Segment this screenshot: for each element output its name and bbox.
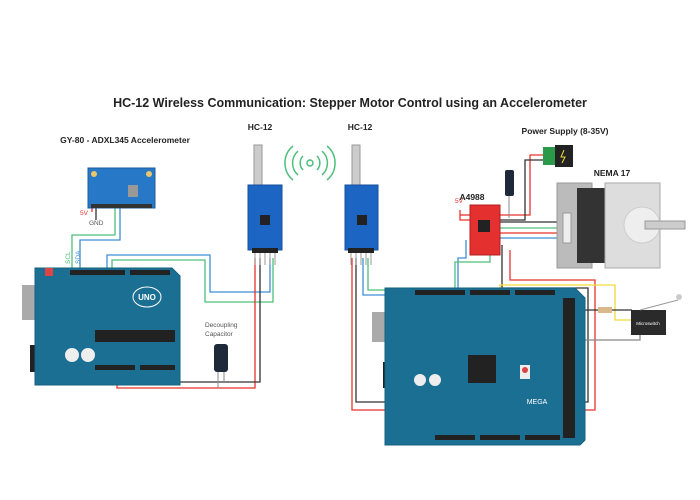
hc12-left-module	[247, 144, 283, 265]
a4988-driver-board	[469, 170, 514, 256]
accelerometer-label: GY-80 - ADXL345 Accelerometer	[60, 135, 190, 145]
hc12-left-label: HC-12	[248, 122, 273, 132]
capacitor-label-line1: Decoupling	[205, 322, 238, 329]
hc12-right-label: HC-12	[348, 122, 373, 132]
driver-capacitor	[505, 170, 514, 196]
accelerometer-gnd-label: GND	[89, 220, 104, 227]
wireless-signal-icon	[284, 145, 336, 181]
arduino-uno-board	[22, 267, 181, 386]
hc12-right-module	[344, 144, 379, 265]
decoupling-capacitor	[214, 344, 228, 388]
nema17-stepper-motor	[556, 182, 686, 269]
accelerometer-5v-label: 5V	[80, 210, 89, 217]
accelerometer-board	[87, 167, 156, 209]
arduino-mega-board	[372, 287, 586, 446]
microswitch-label: Microswitch	[636, 321, 660, 326]
a4988-5v-label: 5V	[455, 198, 464, 205]
sda-label: SDA	[75, 250, 82, 264]
resistor	[598, 307, 612, 313]
power-supply-label: Power Supply (8-35V)	[522, 126, 609, 136]
nema17-label: NEMA 17	[594, 168, 631, 178]
diagram-title: HC-12 Wireless Communication: Stepper Mo…	[113, 96, 587, 110]
a4988-label: A4988	[459, 192, 484, 202]
scl-label: SCL	[65, 251, 72, 264]
capacitor-label-line2: Capacitor	[205, 331, 234, 338]
microswitch	[598, 294, 682, 335]
power-jack	[543, 145, 573, 167]
uno-logo: UNO	[138, 293, 156, 302]
mega-logo: MEGA	[527, 399, 548, 406]
